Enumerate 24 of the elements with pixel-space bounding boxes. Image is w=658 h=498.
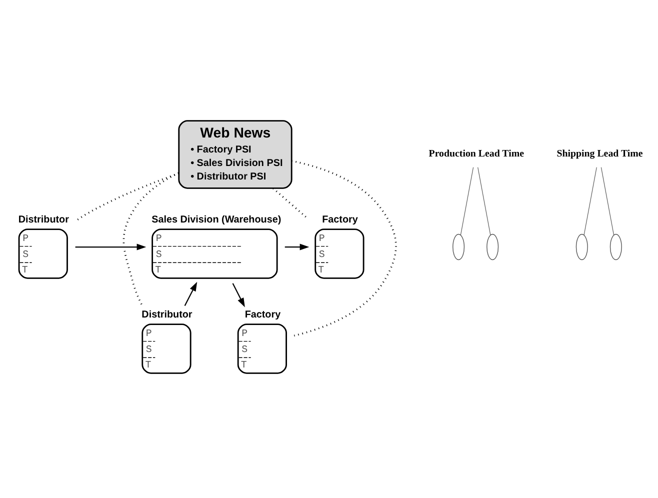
node-ellipse [576, 233, 588, 260]
node-ellipse [610, 233, 622, 260]
connector [584, 166, 597, 235]
connector [74, 172, 179, 222]
node-ellipse [452, 233, 465, 260]
connector [122, 172, 180, 306]
node-text: Production Lead Time [428, 148, 524, 159]
connector [460, 166, 474, 235]
node-label: Distributor [142, 308, 192, 320]
arrow [75, 243, 146, 250]
node-text: Shipping Lead Time [556, 148, 643, 159]
connector [291, 160, 397, 336]
node-ellipse [486, 233, 499, 260]
node-label: Factory [244, 308, 281, 320]
connector [478, 166, 491, 235]
arrow [284, 243, 310, 250]
node-label: Factory [322, 214, 358, 225]
connector [600, 166, 614, 235]
node-label: Distributor [18, 214, 69, 225]
connector [272, 187, 308, 218]
node-label: Sales Division (Warehouse) [152, 214, 282, 225]
arrow [232, 282, 245, 307]
node-box: Web News • Factory PSI • Sales Division PSI • Distributor PSI [178, 120, 292, 188]
arrow [184, 281, 198, 306]
